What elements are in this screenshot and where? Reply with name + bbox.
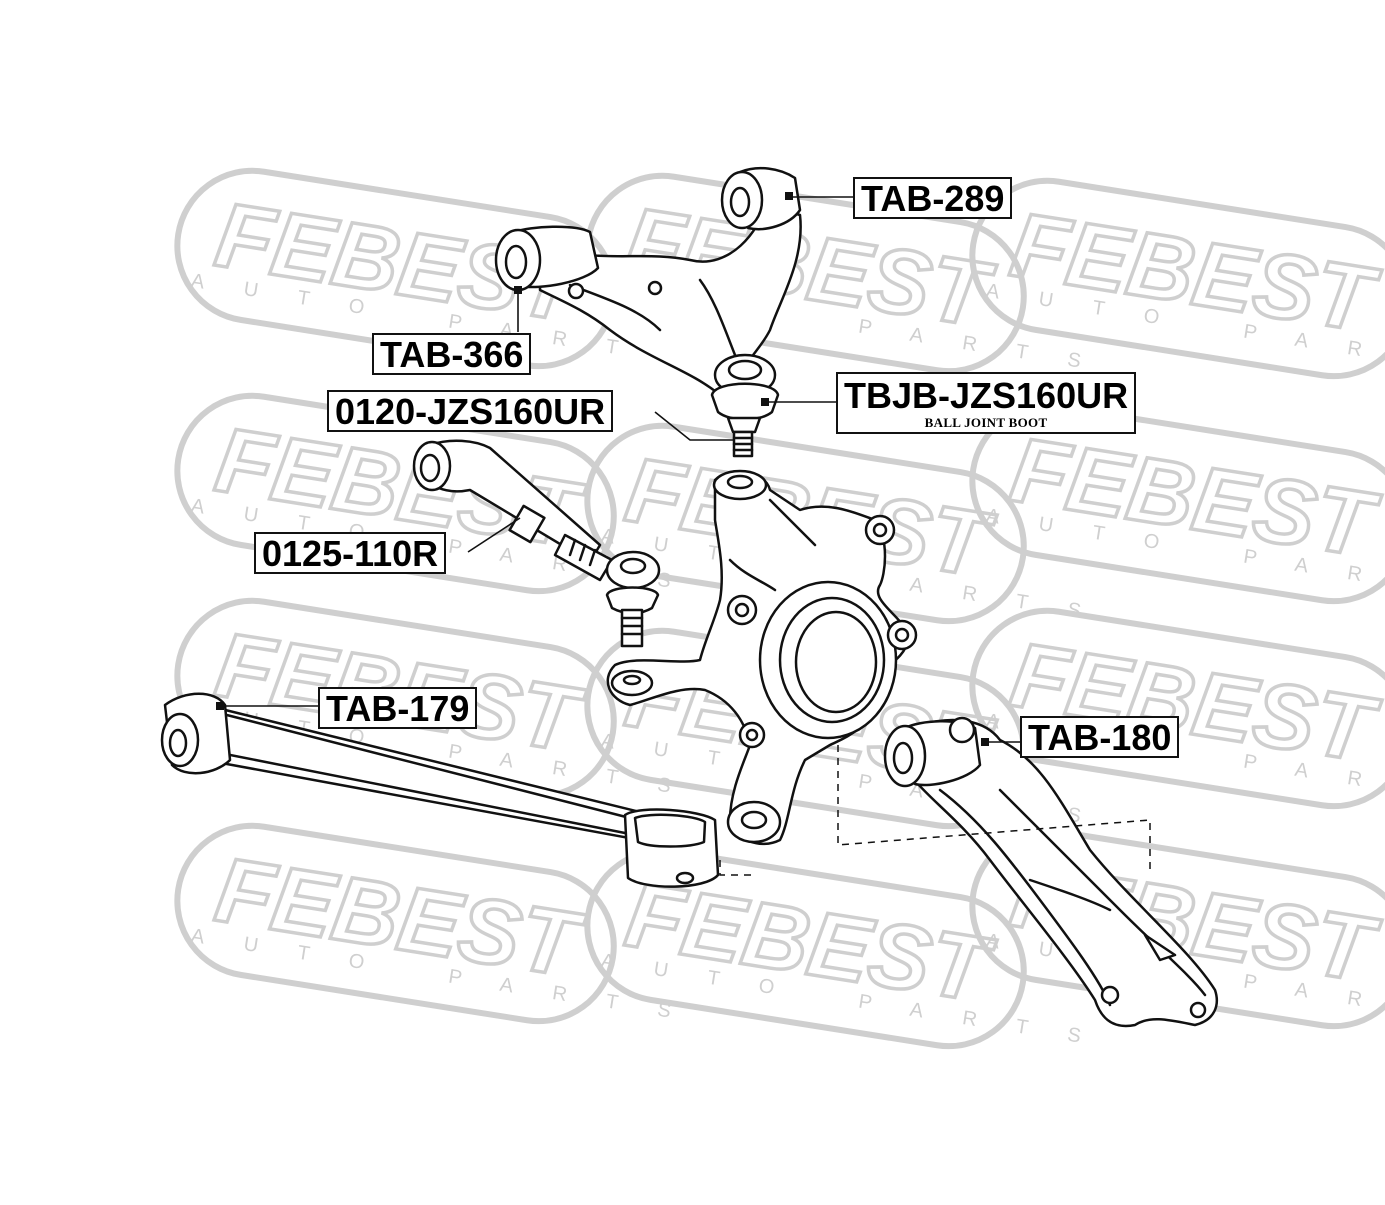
- dashed-guides: [719, 745, 1151, 876]
- label-tab-289: TAB-289: [853, 177, 1013, 219]
- watermark-ring: [969, 177, 1385, 380]
- label-0125-110r: 0125-110R: [254, 532, 447, 574]
- label-tab-179: TAB-179: [318, 687, 478, 729]
- leader-lines: [220, 196, 1020, 743]
- label-tab-366: TAB-366: [372, 333, 532, 375]
- toe-adjust-rod: [412, 439, 661, 648]
- tbjb-part-number: TBJB-JZS160UR: [844, 375, 1129, 416]
- watermark-ring: [969, 607, 1385, 810]
- lower-control-arm: [883, 716, 1219, 1028]
- leader-dots: [216, 192, 989, 746]
- watermark-ring: [174, 822, 617, 1025]
- tbjb-description: BALL JOINT BOOT: [924, 415, 1048, 430]
- label-tbjb-jzs160ur: TBJB-JZS160UR BALL JOINT BOOT: [836, 372, 1137, 434]
- steering-knuckle: [606, 469, 918, 846]
- upper-control-arm: [494, 166, 802, 397]
- watermark-ring: [969, 402, 1385, 605]
- ball-joint: [710, 382, 780, 458]
- watermark-ring: [584, 847, 1027, 1050]
- label-0120-jzs160ur: 0120-JZS160UR: [327, 390, 614, 432]
- lateral-rod: [160, 692, 720, 888]
- label-tab-180: TAB-180: [1020, 716, 1180, 758]
